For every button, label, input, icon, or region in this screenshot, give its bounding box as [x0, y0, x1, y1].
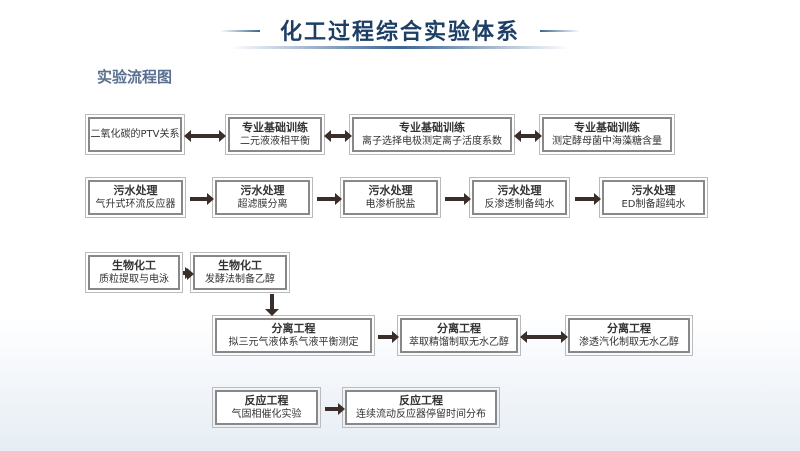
down-arrow — [265, 294, 279, 316]
arrow — [190, 193, 214, 205]
node-text: 萃取精馏制取无水乙醇 — [409, 336, 509, 348]
flow-node: 生物化工发酵法制备乙醇 — [190, 252, 290, 293]
node-text: 二元液液相平衡 — [240, 135, 310, 147]
arrow — [378, 331, 399, 343]
flow-node: 分离工程拟三元气液体系气液平衡测定 — [212, 315, 375, 356]
node-text: 连续流动反应器停留时间分布 — [356, 408, 486, 420]
arrow — [575, 193, 601, 205]
node-text: 离子选择电极测定离子活度系数 — [362, 135, 502, 147]
node-heading: 分离工程 — [271, 321, 316, 335]
node-heading: 生物化工 — [218, 258, 262, 272]
arrow — [445, 193, 471, 205]
flow-node: 污水处理电渗析脱盐 — [340, 177, 441, 218]
bidirectional-arrow — [514, 130, 542, 142]
flow-node: 污水处理反渗透制备纯水 — [469, 177, 570, 218]
node-text: ED制备超纯水 — [621, 198, 686, 210]
node-heading: 反应工程 — [244, 393, 289, 407]
flow-node: 专业基础训练离子选择电极测定离子活度系数 — [349, 114, 515, 155]
node-heading: 专业基础训练 — [574, 120, 640, 134]
flow-node: 生物化工质粒提取与电泳 — [85, 252, 183, 293]
section-title: 实验流程图 — [97, 68, 173, 86]
node-heading: 污水处理 — [368, 183, 413, 197]
flow-node: 污水处理气升式环流反应器 — [85, 177, 186, 218]
title-decoration-left — [220, 30, 260, 32]
node-heading: 分离工程 — [607, 321, 651, 335]
node-text: 气升式环流反应器 — [95, 198, 176, 210]
node-text: 气固相催化实验 — [231, 408, 302, 420]
arrow — [325, 403, 345, 415]
node-heading: 污水处理 — [631, 183, 676, 197]
bidirectional-arrow — [324, 130, 352, 142]
bidirectional-arrow — [520, 331, 568, 343]
arrow — [317, 193, 342, 205]
node-heading: 污水处理 — [497, 183, 542, 197]
flow-node: 专业基础训练测定酵母菌中海藻糖含量 — [539, 114, 675, 155]
node-text: 二氧化碳的PTV关系 — [90, 128, 180, 140]
bidirectional-arrow — [184, 130, 226, 142]
node-heading: 污水处理 — [113, 183, 158, 197]
flow-node: 专业基础训练二元液液相平衡 — [225, 114, 325, 155]
node-text: 发酵法制备乙醇 — [205, 273, 275, 285]
node-text: 质粒提取与电泳 — [99, 273, 169, 285]
node-text: 拟三元气液体系气液平衡测定 — [228, 336, 359, 348]
node-heading: 反应工程 — [399, 393, 443, 407]
node-heading: 专业基础训练 — [399, 120, 465, 134]
flow-node: 二氧化碳的PTV关系 — [85, 114, 185, 155]
page-title: 化工过程综合实验体系 — [279, 20, 520, 45]
node-heading: 生物化工 — [112, 258, 156, 272]
node-text: 渗透汽化制取无水乙醇 — [579, 336, 679, 348]
arrow — [183, 267, 192, 279]
flow-node: 反应工程连续流动反应器停留时间分布 — [342, 387, 500, 428]
flow-node: 分离工程渗透汽化制取无水乙醇 — [565, 315, 693, 356]
node-heading: 分离工程 — [437, 321, 481, 335]
flow-node: 分离工程萃取精馏制取无水乙醇 — [397, 315, 521, 356]
node-heading: 污水处理 — [240, 183, 285, 197]
node-text: 反渗透制备纯水 — [484, 198, 555, 210]
node-heading: 专业基础训练 — [242, 120, 308, 134]
flow-node: 反应工程气固相催化实验 — [212, 387, 321, 428]
node-text: 电渗析脱盐 — [365, 198, 416, 210]
node-text: 测定酵母菌中海藻糖含量 — [552, 135, 662, 147]
flow-node: 污水处理超滤膜分离 — [212, 177, 313, 218]
title-underline — [230, 46, 570, 49]
node-text: 超滤膜分离 — [237, 198, 288, 210]
